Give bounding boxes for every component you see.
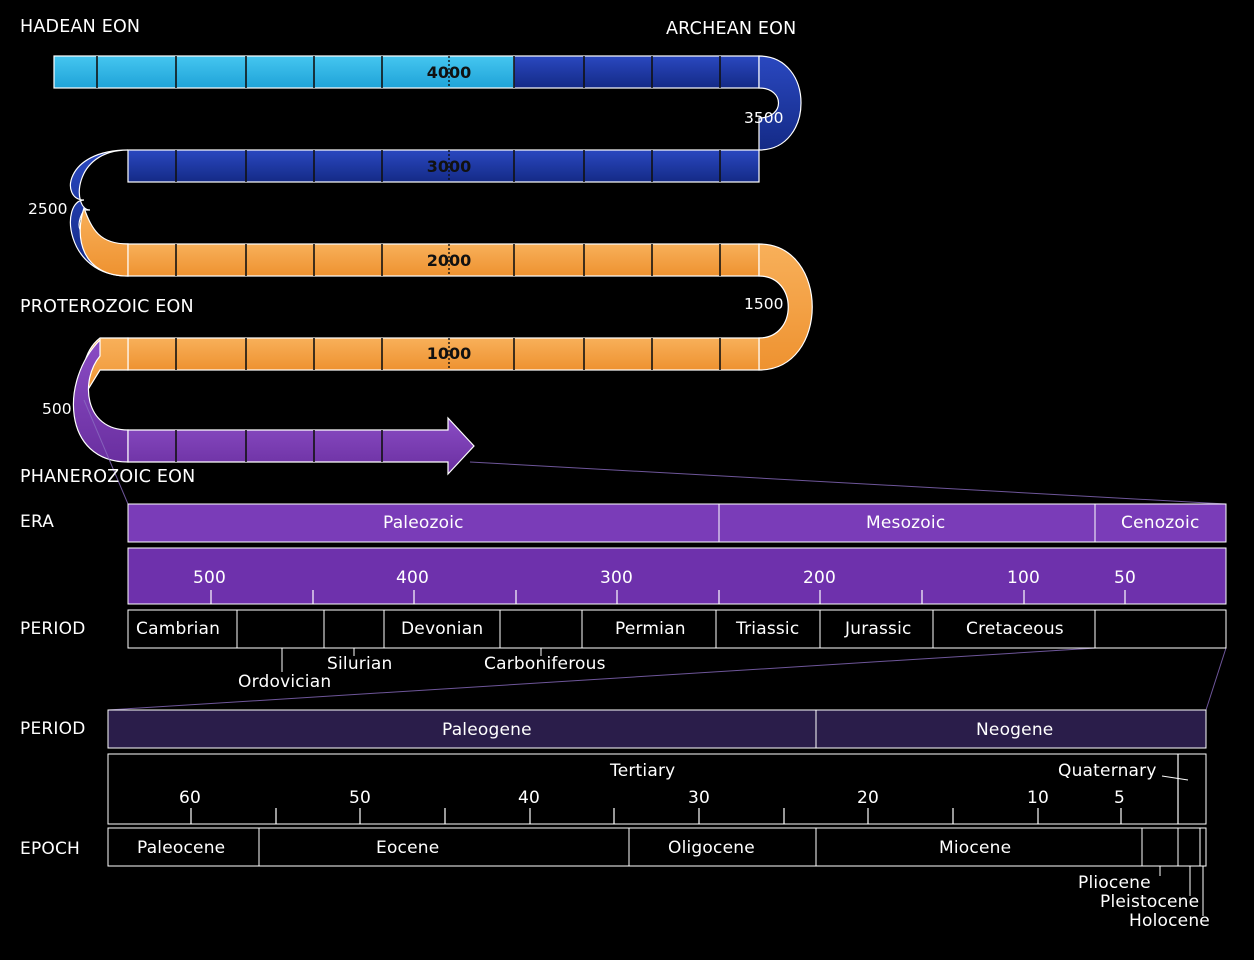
period-row-label: PERIOD: [20, 619, 86, 639]
tick-500: 500: [42, 400, 72, 418]
hadean-band: [53, 55, 515, 89]
archean-eon-label: ARCHEAN EON: [666, 19, 797, 39]
tick-4000: 4000: [426, 63, 472, 82]
period-jurassic: Jurassic: [845, 619, 912, 639]
scale-200: 200: [803, 568, 837, 588]
period-triassic: Triassic: [736, 619, 800, 639]
proterozoic-turn-left: [79, 206, 129, 277]
era-bar: [127, 503, 1227, 543]
tick-2000: 2000: [426, 251, 472, 270]
era-paleozoic: Paleozoic: [383, 513, 464, 533]
scale2-60: 60: [179, 788, 202, 808]
tick-1500: 1500: [744, 295, 784, 313]
scale-100: 100: [1007, 568, 1041, 588]
archean-band-top: [513, 55, 760, 89]
tick-3500: 3500: [744, 109, 784, 127]
spiral-ticks: [96, 56, 721, 462]
scale2-10: 10: [1027, 788, 1050, 808]
epoch-pleistocene: Pleistocene: [1100, 892, 1200, 912]
epoch-pliocene: Pliocene: [1078, 873, 1151, 893]
epoch-bar: [107, 827, 1207, 867]
period-permian: Permian: [615, 619, 686, 639]
proterozoic-turn-right: [758, 243, 813, 371]
tick-3000: 3000: [426, 157, 472, 176]
period-silurian: Silurian: [327, 654, 393, 674]
archean-band-mid: [127, 149, 760, 183]
proterozoic-band-low: [127, 337, 760, 371]
epoch-paleocene: Paleocene: [137, 838, 226, 858]
scale-400: 400: [396, 568, 430, 588]
period-bar-lower: [107, 709, 1207, 749]
epoch-oligocene: Oligocene: [668, 838, 755, 858]
tick-1000: 1000: [426, 344, 472, 363]
phanerozoic-turn-left: [72, 338, 129, 463]
period-ordovician: Ordovician: [238, 672, 332, 692]
period-carboniferous: Carboniferous: [484, 654, 606, 674]
period-devonian: Devonian: [401, 619, 484, 639]
zoom-guides: [83, 399, 1227, 711]
epoch-miocene: Miocene: [939, 838, 1012, 858]
epoch-holocene: Holocene: [1129, 911, 1210, 931]
tertiary-label: Tertiary: [610, 761, 676, 781]
period-paleogene: Paleogene: [442, 720, 532, 740]
scale2-40: 40: [518, 788, 541, 808]
scale-500: 500: [193, 568, 227, 588]
phanerozoic-arrow: [127, 416, 475, 476]
scale2-20: 20: [857, 788, 880, 808]
archean-turn-right: [758, 55, 802, 151]
period-bar-top: [127, 609, 1227, 649]
era-row-label: ERA: [20, 512, 55, 532]
proterozoic-eon-label: PROTEROZOIC EON: [20, 297, 194, 317]
scale-50: 50: [1114, 568, 1137, 588]
phanerozoic-eon-label: PHANEROZOIC EON: [20, 467, 196, 487]
period-neogene: Neogene: [976, 720, 1054, 740]
scale2-50: 50: [349, 788, 372, 808]
hadean-eon-label: HADEAN EON: [20, 17, 141, 37]
tick-2500: 2500: [28, 200, 68, 218]
era-cenozoic: Cenozoic: [1121, 513, 1200, 533]
period-cambrian: Cambrian: [136, 619, 221, 639]
epoch-row-label: EPOCH: [20, 839, 81, 859]
era-mesozoic: Mesozoic: [866, 513, 946, 533]
scale-bar-phanerozoic: [127, 547, 1227, 605]
scale2-5: 5: [1114, 788, 1126, 808]
scale-bar-cenozoic: [107, 753, 1207, 825]
scale2-30: 30: [688, 788, 711, 808]
epoch-eocene: Eocene: [376, 838, 440, 858]
quaternary-label: Quaternary: [1058, 761, 1157, 781]
scale-300: 300: [600, 568, 634, 588]
period-row-label-lower: PERIOD: [20, 719, 86, 739]
period-cretaceous: Cretaceous: [966, 619, 1064, 639]
